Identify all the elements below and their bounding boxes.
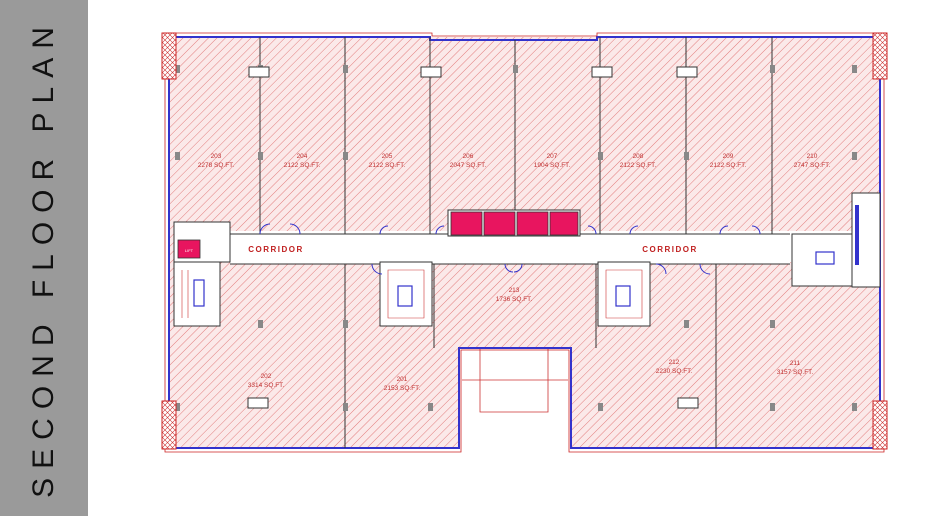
site-outline	[164, 32, 885, 453]
svg-text:213: 213	[509, 287, 520, 294]
svg-text:212: 212	[669, 359, 680, 366]
unit-206: 206 2047 SQ.FT.	[450, 153, 487, 169]
unit-209: 209 2122 SQ.FT.	[710, 153, 747, 169]
unit-208: 208 2122 SQ.FT.	[620, 153, 657, 169]
svg-text:3314 SQ.FT.: 3314 SQ.FT.	[248, 382, 285, 389]
unit-212: 212 2230 SQ.FT.	[656, 359, 693, 375]
entrance	[459, 348, 571, 450]
stair-right	[791, 192, 881, 288]
svg-text:208: 208	[633, 153, 644, 160]
svg-text:209: 209	[723, 153, 734, 160]
corridor-label-right: CORRIDOR	[642, 245, 698, 254]
svg-text:2278 SQ.FT.: 2278 SQ.FT.	[198, 162, 235, 169]
svg-text:203: 203	[211, 153, 222, 160]
unit-202: 202 3314 SQ.FT.	[248, 373, 285, 389]
svg-text:206: 206	[463, 153, 474, 160]
left-service	[173, 221, 231, 263]
unit-211: 211 3157 SQ.FT.	[777, 360, 814, 376]
svg-text:201: 201	[397, 376, 408, 383]
svg-text:204: 204	[297, 153, 308, 160]
service-shafts	[247, 66, 699, 409]
svg-text:1904 SQ.FT.: 1904 SQ.FT.	[534, 162, 571, 169]
svg-text:2047 SQ.FT.: 2047 SQ.FT.	[450, 162, 487, 169]
unit-204: 204 2122 SQ.FT.	[284, 153, 321, 169]
svg-text:207: 207	[547, 153, 558, 160]
lift-bank	[447, 209, 581, 237]
stair-mid-right	[597, 261, 651, 327]
svg-text:211: 211	[790, 360, 801, 367]
svg-text:2122 SQ.FT.: 2122 SQ.FT.	[369, 162, 406, 169]
unit-201: 201 2153 SQ.FT.	[384, 376, 421, 392]
unit-210: 210 2747 SQ.FT.	[794, 153, 831, 169]
corridor-label-left: CORRIDOR	[248, 245, 304, 254]
svg-text:205: 205	[382, 153, 393, 160]
door-swings	[259, 223, 761, 275]
unit-207: 207 1904 SQ.FT.	[534, 153, 571, 169]
unit-205: 205 2122 SQ.FT.	[369, 153, 406, 169]
svg-text:2230 SQ.FT.: 2230 SQ.FT.	[656, 368, 693, 375]
svg-text:2122 SQ.FT.: 2122 SQ.FT.	[284, 162, 321, 169]
svg-text:1736 SQ.FT.: 1736 SQ.FT.	[496, 296, 533, 303]
title-sidebar: SECOND FLOOR PLAN	[0, 0, 88, 516]
corridor	[230, 234, 790, 264]
lift-tag: LIFT	[185, 248, 194, 253]
svg-text:3157 SQ.FT.: 3157 SQ.FT.	[777, 369, 814, 376]
svg-text:2153 SQ.FT.: 2153 SQ.FT.	[384, 385, 421, 392]
svg-text:2747 SQ.FT.: 2747 SQ.FT.	[794, 162, 831, 169]
corner-towers	[161, 32, 888, 450]
unit-213: 213 1736 SQ.FT.	[496, 287, 533, 303]
stair-left	[173, 261, 221, 327]
building-fill	[169, 37, 880, 448]
svg-text:202: 202	[261, 373, 272, 380]
stair-mid-left	[379, 261, 433, 327]
svg-text:2122 SQ.FT.: 2122 SQ.FT.	[620, 162, 657, 169]
svg-text:210: 210	[807, 153, 818, 160]
unit-203: 203 2278 SQ.FT.	[198, 153, 235, 169]
columns	[175, 65, 857, 411]
svg-text:2122 SQ.FT.: 2122 SQ.FT.	[710, 162, 747, 169]
unit-labels: 203 2278 SQ.FT. 204 2122 SQ.FT. 205 2122…	[198, 153, 831, 392]
